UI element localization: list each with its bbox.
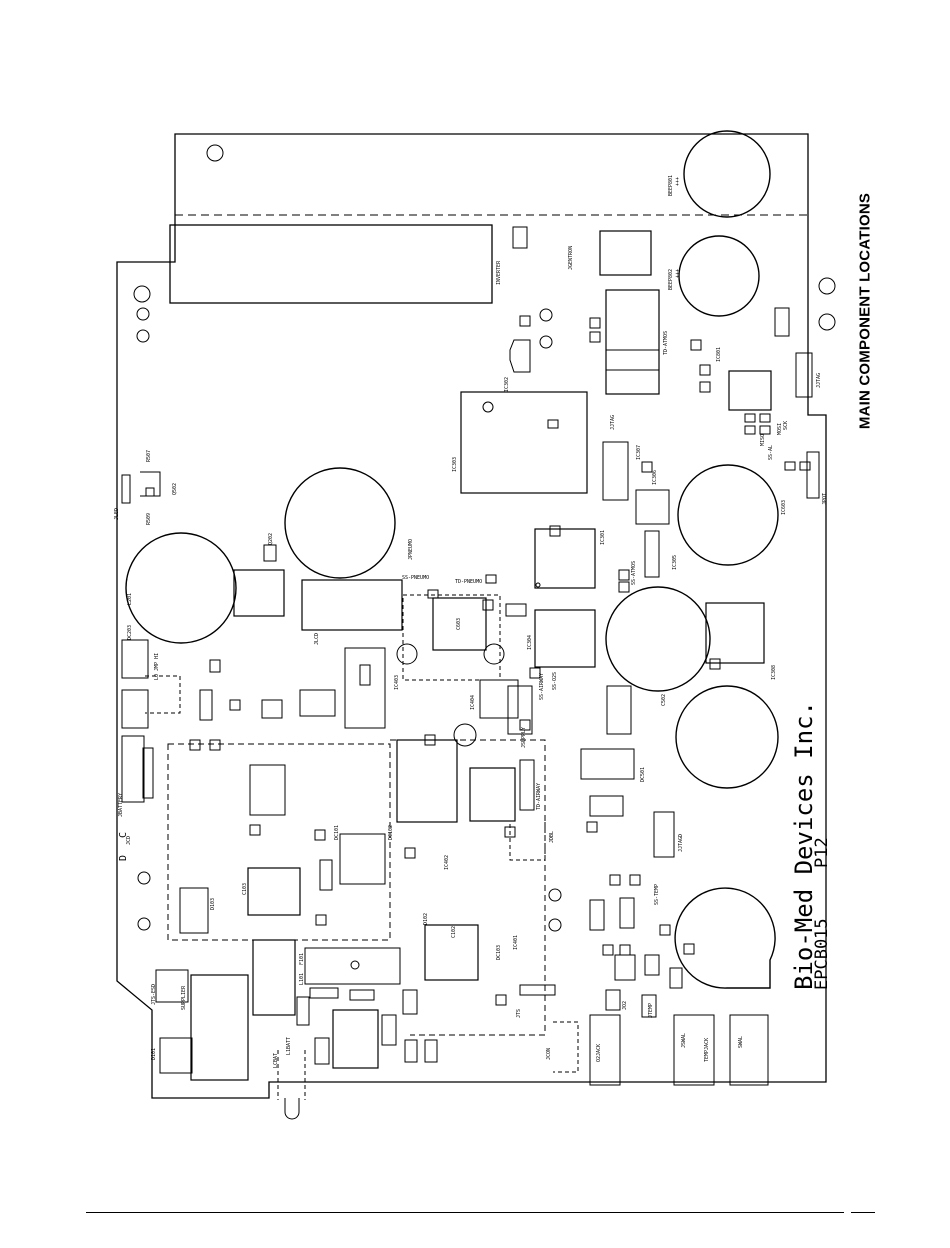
label-l201: L201	[127, 593, 133, 605]
label-jpneumo: JPNEUMO	[408, 539, 414, 560]
beeper-802	[678, 235, 760, 317]
label-td-atmos: TD-ATMOS	[663, 331, 669, 355]
label-jsupply: JSUPPLY	[521, 727, 527, 748]
label-d103: D103	[210, 898, 216, 910]
label-ic308: IC308	[771, 665, 777, 680]
label-ic302: IC302	[504, 377, 510, 392]
label-td-airway: TD-AIRWAY	[536, 783, 542, 810]
label-dc103: DC103	[496, 945, 502, 960]
label-lcbat: LCBAT	[273, 1053, 279, 1068]
round-bottom-right	[674, 887, 776, 989]
label-ic404: IC404	[470, 695, 476, 710]
label-jo2: JO2	[622, 1001, 628, 1010]
round-ic306	[677, 464, 779, 566]
label-q502: Q502	[172, 483, 178, 495]
label-jfdc: JGENTRON	[568, 246, 574, 270]
label-ic403: IC403	[394, 675, 400, 690]
label-q202: Q202	[268, 533, 274, 545]
label-c103: C103	[242, 883, 248, 895]
label-l1batt: L1BATT	[286, 1037, 292, 1055]
label-jtemp: JTEMP	[648, 1003, 654, 1018]
label-d102: D102	[423, 913, 429, 925]
label-d: D	[118, 855, 129, 861]
label-r507: R507	[146, 450, 152, 462]
label-ic401: IC401	[513, 935, 519, 950]
ic303-block	[460, 391, 588, 494]
label-d101: D101	[151, 1048, 157, 1060]
label-beep801-plus: +++	[675, 177, 681, 186]
label-ss-o2s: SS-O2S	[552, 672, 558, 690]
label-f101: F101	[299, 953, 305, 965]
label-r509: R509	[146, 513, 152, 525]
label-ss-airway: SS-AIRWAY	[539, 673, 545, 700]
label-miso: MISO	[760, 434, 766, 446]
board-revision: P12	[812, 837, 832, 868]
label-tempjack: TEMPJACK	[704, 1038, 710, 1062]
board-outline	[116, 133, 827, 1099]
label-ic304: IC304	[527, 635, 533, 650]
label-jts: JTS	[516, 1009, 522, 1018]
board-part-number: EPCB015	[812, 918, 832, 990]
label-c603: C603	[456, 618, 462, 630]
label-ic305: IC305	[672, 555, 678, 570]
board-manufacturer: Bio-Med Devices Inc.	[790, 701, 818, 990]
label-jts-esd: JTS-ESD	[151, 984, 157, 1005]
label-ic402: IC402	[444, 855, 450, 870]
footer-rule-short	[851, 1212, 875, 1213]
label-jdbl: JDBL	[549, 831, 555, 843]
label-jpot: JPOT	[822, 493, 828, 505]
label-beep802: BEEP802	[668, 269, 674, 290]
label-jled: JLED	[114, 508, 120, 520]
label-jcon: JCON	[546, 1048, 552, 1060]
label-c: C	[118, 832, 129, 838]
footer-rule	[86, 1212, 844, 1213]
label-ic801: IC801	[716, 347, 722, 362]
round-c502	[605, 586, 711, 692]
round-upper-left	[284, 467, 396, 579]
inverter-block	[169, 224, 493, 304]
round-mid-right	[675, 685, 779, 789]
label-jjtag: JJTAG	[816, 373, 822, 388]
label-ic306: IC306	[652, 470, 658, 485]
label-l101: L101	[299, 973, 305, 985]
label-ss-atmos: SS-ATMOS	[631, 561, 637, 585]
label-jlcd: JLCD	[314, 633, 320, 645]
label-beep801: BEEP801	[668, 175, 674, 196]
label-jjtagm: JJTAG	[610, 415, 616, 430]
label-c102: C102	[451, 926, 457, 938]
beeper-801	[683, 130, 771, 218]
label-lo-hi: LO JMP HI	[154, 653, 160, 680]
label-ss-pneumo: SS-PNEUMO	[402, 575, 429, 581]
label-o2jack: O2JACK	[596, 1044, 602, 1062]
page-title: MAIN COMPONENT LOCATIONS	[856, 158, 874, 463]
label-jjtagd: JJTAGD	[678, 834, 684, 852]
label-ic303: IC303	[452, 457, 458, 472]
label-dc102: DC102	[388, 825, 394, 840]
label-mosi: MOSI	[777, 423, 783, 435]
label-ic301: IC301	[600, 530, 606, 545]
label-inverter: INVERTER	[496, 260, 502, 285]
label-dc101: DC101	[334, 825, 340, 840]
label-ss-al: SS-AL	[768, 445, 774, 460]
label-jbatt: JBATTERY	[118, 793, 124, 817]
label-supplier: SUPPLIER	[181, 985, 187, 1010]
label-jswal: JSWAL	[681, 1033, 687, 1048]
round-l201	[125, 532, 237, 644]
label-swal: SWAL	[738, 1036, 744, 1048]
label-td-pneumo: TD-PNEUMO	[455, 579, 482, 585]
label-beep802-plus: +++	[675, 269, 681, 278]
label-ic603: IC603	[781, 500, 787, 515]
label-jcd: JCD	[126, 836, 132, 845]
label-ic307: IC307	[636, 445, 642, 460]
label-c502: C502	[661, 694, 667, 706]
label-sck: SCK	[783, 421, 789, 430]
label-dc203: DC203	[127, 625, 133, 640]
page-title-text: MAIN COMPONENT LOCATIONS	[856, 192, 874, 429]
label-dc501: DC501	[640, 767, 646, 782]
label-ss-temp: SS-TEMP	[654, 884, 660, 905]
